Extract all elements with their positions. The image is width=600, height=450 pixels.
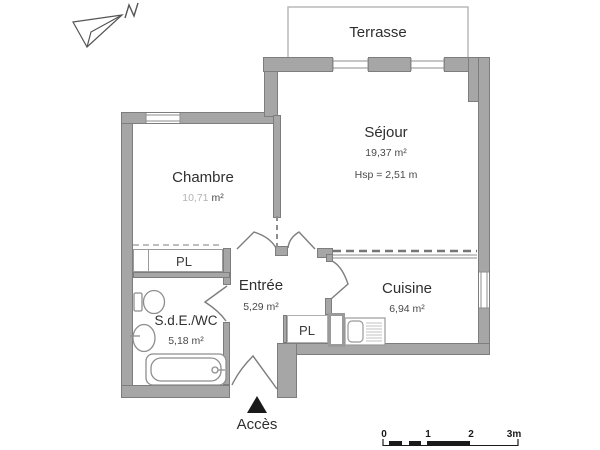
sejour-area: 19,37 m² — [365, 147, 407, 159]
wall-chambre-sejour-divider — [273, 115, 281, 218]
wall-stub-between-doors — [275, 246, 288, 256]
door-entrance — [231, 354, 278, 390]
scale-tick-3m: 3m — [506, 429, 522, 440]
wall-jamb-chambre-door — [223, 248, 231, 285]
chambre-area-unit: m² — [211, 192, 224, 204]
entree-area: 5,29 m² — [243, 301, 279, 313]
closet-cuisine-label: PL — [299, 323, 315, 338]
door-chambre — [236, 231, 277, 250]
wall-bottom-left — [121, 385, 230, 398]
wall-entry-step — [277, 343, 297, 398]
sink-drainer — [366, 322, 382, 342]
scale-tick-1: 1 — [425, 429, 431, 440]
sde-wc-label: S.d.E./WC — [154, 313, 218, 328]
scale-tick-0: 0 — [381, 429, 387, 440]
terrace-label: Terrasse — [349, 24, 407, 41]
scale-tick-2: 2 — [468, 429, 474, 440]
wall-cuisine-stub-top — [326, 254, 333, 262]
door-sejour — [287, 231, 316, 250]
bathtub-faucet — [211, 366, 219, 374]
sejour-ceiling-height: Hsp = 2,51 m — [354, 169, 418, 181]
kitchen-sink — [344, 317, 386, 346]
wall-right — [478, 57, 490, 355]
closet-cuisine-box — [287, 315, 328, 343]
wall-jamb-sejour-door — [317, 248, 333, 258]
closet-chambre-label: PL — [176, 254, 192, 269]
closet-divider-line — [148, 250, 149, 271]
sde-wc-area: 5,18 m² — [168, 335, 204, 347]
wall-left — [121, 112, 133, 398]
toilet-tank — [133, 292, 143, 312]
sink-bowl — [347, 320, 364, 343]
door-cuisine — [330, 260, 349, 300]
wall-sejour-top-b — [368, 57, 411, 72]
window-sejour-2 — [410, 58, 445, 71]
wall-sejour-top-a — [263, 57, 333, 72]
access-label: Accès — [236, 416, 278, 433]
window-sejour-1 — [332, 58, 369, 71]
sejour-label: Séjour — [364, 124, 408, 141]
wall-chambre-top — [121, 112, 277, 124]
washbasin — [132, 323, 156, 353]
chambre-label: Chambre — [172, 169, 234, 186]
cuisine-area: 6,94 m² — [389, 303, 425, 315]
access-arrow-icon — [247, 396, 267, 413]
cuisine-label: Cuisine — [381, 280, 433, 297]
bathtub-inner — [150, 357, 222, 382]
scale-bar — [382, 439, 519, 446]
chambre-area-value: 10,71 — [182, 192, 209, 204]
wall-sde-right-lower — [223, 322, 230, 385]
cupboard-cuisine-box — [328, 313, 345, 347]
wall-sde-top — [133, 272, 230, 278]
wall-pl-cuisine-left — [283, 315, 287, 343]
toilet-bowl — [142, 289, 166, 315]
wall-bottom-right — [277, 343, 490, 355]
north-arrow-icon — [72, 2, 139, 48]
closet-chambre-box — [133, 249, 223, 272]
entree-label: Entrée — [238, 277, 284, 294]
bathtub-outer — [145, 353, 227, 386]
